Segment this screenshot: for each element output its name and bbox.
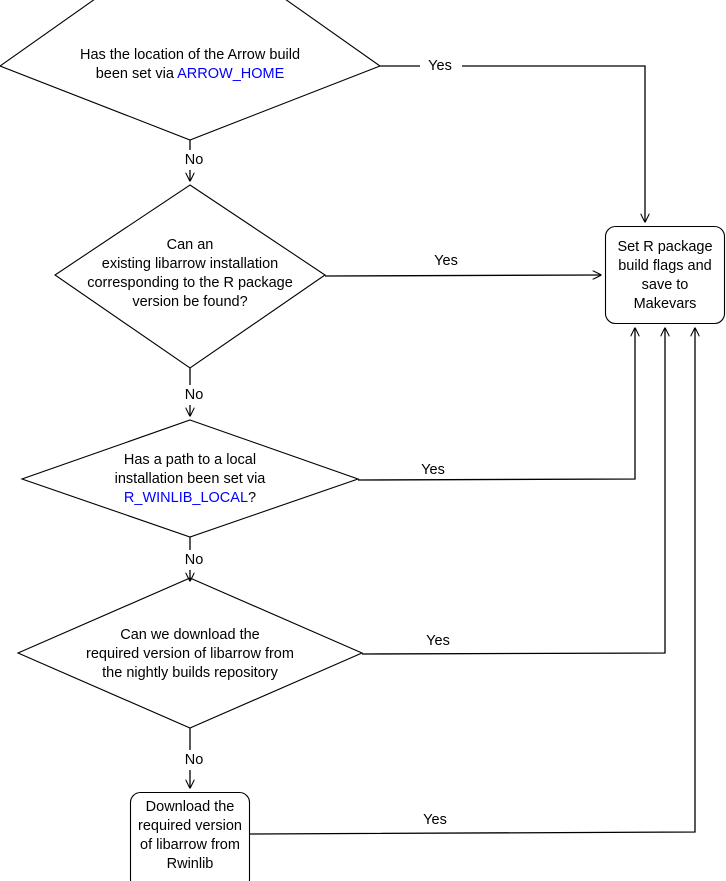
rwinlib-line-3: of libarrow from <box>140 837 240 853</box>
edge-label-yes-rwinlib: Yes <box>423 812 447 828</box>
rwinlib-line-2: required version <box>138 818 242 834</box>
nightly-line-3: the nightly builds repository <box>102 665 278 681</box>
edge-nightly-yes: Yes <box>361 328 665 655</box>
existing-line-3: corresponding to the R package <box>87 275 293 291</box>
edge-local-no: No <box>185 537 204 581</box>
node-existing-install-decision[interactable]: Can an existing libarrow installation co… <box>54 184 326 369</box>
node-local-path-decision[interactable]: Has a path to a local installation been … <box>20 419 360 538</box>
edge-path <box>324 275 601 276</box>
arrow-home-line-2-prefix: been set via <box>96 66 177 82</box>
edge-label-no-existing: No <box>185 387 204 403</box>
edge-label-no-local: No <box>185 552 204 568</box>
nightly-line-2: required version of libarrow from <box>86 646 294 662</box>
edge-label-yes-existing: Yes <box>434 253 458 269</box>
node-arrow-home-decision[interactable]: Has the location of the Arrow build been… <box>0 0 382 141</box>
edge-nightly-no: No <box>185 728 204 788</box>
flags-line-4: Makevars <box>634 296 697 312</box>
process-box-shape <box>604 225 726 325</box>
local-line-3-suffix: ? <box>248 490 256 506</box>
arrow-home-line-2: been set via ARROW_HOME <box>96 66 285 82</box>
local-line-2: installation been set via <box>115 471 267 487</box>
local-line-1: Has a path to a local <box>124 452 256 468</box>
edge-arrow-home-yes: Yes <box>380 58 645 222</box>
nightly-line-1: Can we download the <box>120 627 259 643</box>
edge-label-no-nightly: No <box>185 752 204 768</box>
edge-label-yes-nightly: Yes <box>426 633 450 649</box>
edge-path <box>357 328 635 481</box>
rwinlib-line-1: Download the <box>146 799 235 815</box>
edge-label-yes-arrow-home: Yes <box>428 58 452 74</box>
edge-path <box>249 328 695 835</box>
existing-line-1: Can an <box>167 237 214 253</box>
local-env-var: R_WINLIB_LOCAL <box>124 490 248 506</box>
arrow-home-line-1: Has the location of the Arrow build <box>80 47 300 63</box>
flags-line-2: build flags and <box>618 258 712 274</box>
edge-path <box>380 65 645 222</box>
rwinlib-line-4: Rwinlib <box>167 856 214 872</box>
flags-line-1: Set R package <box>617 239 712 255</box>
edge-label-yes-local: Yes <box>421 462 445 478</box>
edge-path <box>361 328 665 655</box>
edge-local-yes: Yes <box>357 328 635 481</box>
edge-existing-no: No <box>185 368 204 416</box>
edge-label-no-arrow-home: No <box>185 152 204 168</box>
edge-rwinlib-yes: Yes <box>249 328 695 835</box>
arrow-home-env-var: ARROW_HOME <box>177 66 284 82</box>
edge-arrow-home-no: No <box>185 140 204 181</box>
node-nightly-download-decision[interactable]: Can we download the required version of … <box>16 577 364 729</box>
node-rwinlib-download-process[interactable]: Download the required version of libarro… <box>129 791 251 881</box>
existing-line-4: version be found? <box>132 294 247 310</box>
flags-line-3: save to <box>642 277 689 293</box>
local-line-3: R_WINLIB_LOCAL? <box>124 490 256 506</box>
existing-line-2: existing libarrow installation <box>102 256 279 272</box>
edge-existing-yes: Yes <box>324 253 601 276</box>
node-set-build-flags-process[interactable]: Set R package build flags and save to Ma… <box>604 225 726 325</box>
